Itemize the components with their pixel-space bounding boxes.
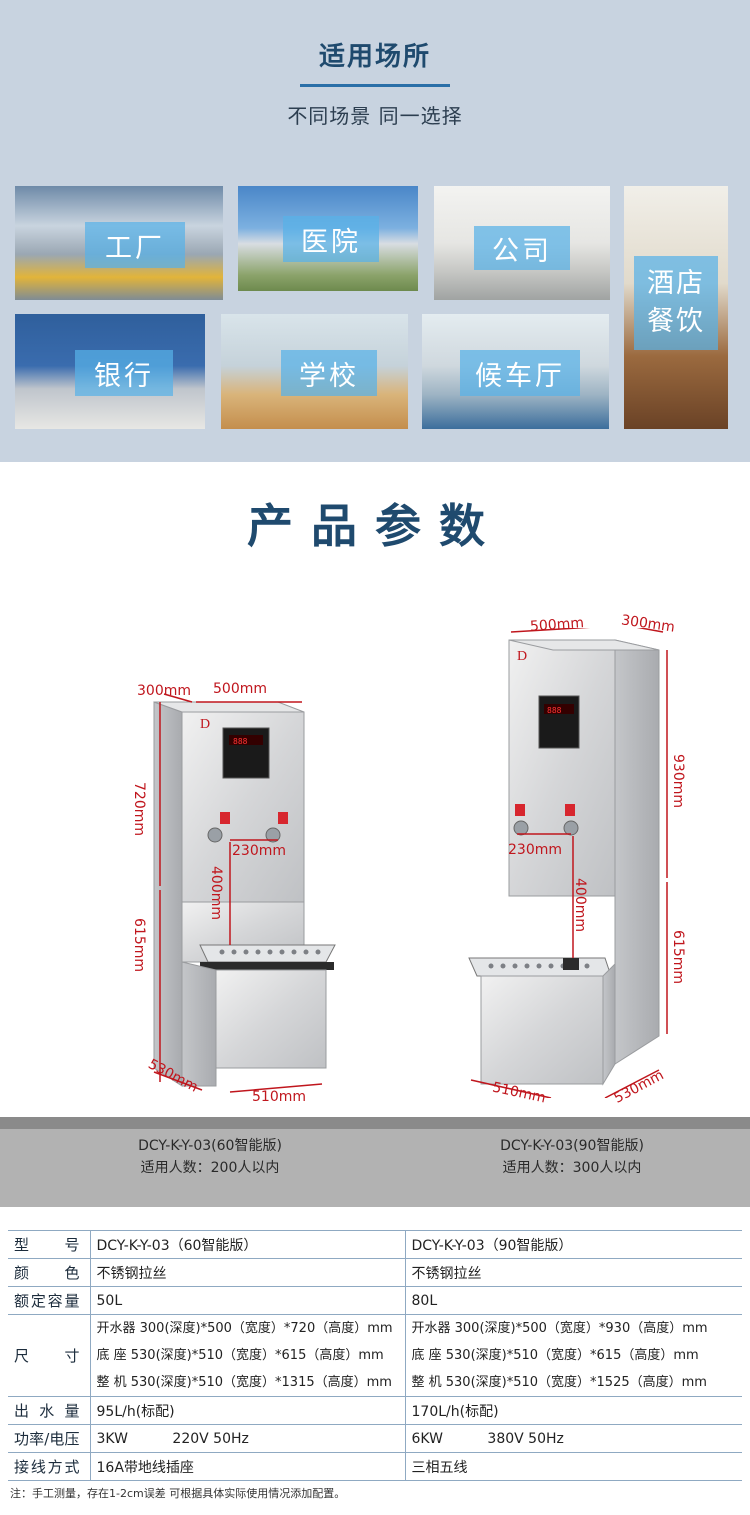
machine-illustration-small: D 888 [153,693,336,1093]
model-caption-90: DCY-K-Y-03(90智能版) 适用人数：300人以内 [472,1135,672,1179]
spec-row-size: 尺 寸 开水器 300(深度)*500（宽度）*720（高度）mm 底 座 53… [8,1314,742,1397]
dim-small-depth-top: 300mm [137,683,191,699]
venue-tile-school: 学校 [221,314,408,429]
spec-key: 出 水 量 [8,1396,90,1425]
venue-tile-bank: 银行 [15,314,205,429]
spec-key: 颜 色 [8,1258,90,1287]
svg-text:888: 888 [233,737,248,746]
svg-text:D: D [200,717,210,732]
venues-section: 适用场所 不同场景 同一选择 工厂 医院 公司 酒店 餐饮 银行 学校 候车厅 [0,0,750,462]
dim-small-width-top: 500mm [213,681,267,697]
venues-subtitle: 不同场景 同一选择 [287,104,463,128]
model-caption-60: DCY-K-Y-03(60智能版) 适用人数：200人以内 [110,1135,310,1179]
spec-value-60: 95L/h(标配) [89,1396,405,1425]
size-line: 底 座 530(深度)*510（宽度）*615（高度）mm [411,1348,699,1363]
venues-title: 适用场所 [318,42,431,72]
spec-value-90: 6KW 380V 50Hz [404,1424,742,1453]
spec-row-model: 型 号 DCY-K-Y-03（60智能版） DCY-K-Y-03（90智能版） [8,1230,742,1259]
spec-value-60: 不锈钢拉丝 [89,1258,405,1287]
model-band: DCY-K-Y-03(60智能版) 适用人数：200人以内 DCY-K-Y-03… [0,1117,750,1207]
dim-small-height-lower: 615mm [131,918,147,972]
spec-row-volume: 额定容量 50L 80L [8,1286,742,1315]
spec-key: 型 号 [8,1230,90,1259]
venue-label-waiting-hall: 候车厅 [460,350,580,396]
spec-table: 型 号 DCY-K-Y-03（60智能版） DCY-K-Y-03（90智能版） … [8,1230,742,1481]
spec-key: 功率/电压 [8,1424,90,1453]
venue-tile-hotel: 酒店 餐饮 [624,186,728,429]
spec-row-wiring: 接线方式 16A带地线插座 三相五线 [8,1452,742,1481]
size-line: 底 座 530(深度)*510（宽度）*615（高度）mm [96,1348,384,1363]
svg-text:D: D [517,649,527,664]
params-title: 产品参数 [247,499,503,553]
venue-tile-factory: 工厂 [15,186,223,300]
spec-value-90: DCY-K-Y-03（90智能版） [404,1230,742,1259]
size-line: 开水器 300(深度)*500（宽度）*930（高度）mm [411,1321,708,1336]
footnote: 注：手工测量，存在1-2cm误差 可根据具体实际使用情况添加配置。 [10,1487,346,1500]
spec-value-60: 3KW 220V 50Hz [89,1424,405,1453]
spec-key: 额定容量 [8,1286,90,1315]
dim-small-height-upper: 720mm [131,782,147,836]
venue-tile-waiting-hall: 候车厅 [422,314,609,429]
dim-large-height-upper: 930mm [670,754,686,808]
title-underline [300,84,450,87]
band-top-strip [0,1117,750,1129]
model-capacity-60: 适用人数：200人以内 [140,1160,280,1176]
spec-value-60: DCY-K-Y-03（60智能版） [89,1230,405,1259]
machine-illustration-large: D 888 [468,628,668,1098]
venue-label-company: 公司 [474,226,570,270]
spec-value-90: 170L/h(标配) [404,1396,742,1425]
spec-value-90: 不锈钢拉丝 [404,1258,742,1287]
size-line: 整 机 530(深度)*510（宽度）*1525（高度）mm [411,1375,707,1390]
venue-tile-company: 公司 [434,186,610,300]
size-line: 开水器 300(深度)*500（宽度）*720（高度）mm [96,1321,393,1336]
spec-value-60: 50L [89,1286,405,1315]
spec-key: 尺 寸 [8,1314,90,1397]
hotel-label-line-2: 餐饮 [647,306,705,337]
spec-row-output: 出 水 量 95L/h(标配) 170L/h(标配) [8,1396,742,1425]
venue-label-hospital: 医院 [283,216,379,262]
spec-key: 接线方式 [8,1452,90,1481]
spec-value-90: 开水器 300(深度)*500（宽度）*930（高度）mm 底 座 530(深度… [404,1314,742,1397]
dim-small-base-width: 510mm [252,1089,306,1105]
dim-large-tap-gap: 230mm [508,842,562,858]
dim-large-height-lower: 615mm [670,930,686,984]
dim-small-tap-gap: 230mm [232,843,286,859]
spec-value-60: 16A带地线插座 [89,1452,405,1481]
venue-tile-hospital: 医院 [238,186,418,291]
spec-value-60: 开水器 300(深度)*500（宽度）*720（高度）mm 底 座 530(深度… [89,1314,405,1397]
model-capacity-90: 适用人数：300人以内 [502,1160,642,1176]
model-name-90: DCY-K-Y-03(90智能版) [500,1138,644,1154]
venue-label-hotel: 酒店 餐饮 [634,256,718,350]
spec-value-90: 80L [404,1286,742,1315]
dim-large-tap-height: 400mm [572,878,588,932]
venue-label-factory: 工厂 [85,222,185,268]
venue-label-bank: 银行 [75,350,173,396]
venue-label-school: 学校 [281,350,377,396]
model-name-60: DCY-K-Y-03(60智能版) [138,1138,282,1154]
spec-row-power: 功率/电压 3KW 220V 50Hz 6KW 380V 50Hz [8,1424,742,1453]
spec-row-color: 颜 色 不锈钢拉丝 不锈钢拉丝 [8,1258,742,1287]
size-line: 整 机 530(深度)*510（宽度）*1315（高度）mm [96,1375,392,1390]
svg-text:888: 888 [547,706,562,715]
hotel-label-line-1: 酒店 [647,268,705,299]
dim-small-tap-height: 400mm [208,866,224,920]
spec-value-90: 三相五线 [404,1452,742,1481]
